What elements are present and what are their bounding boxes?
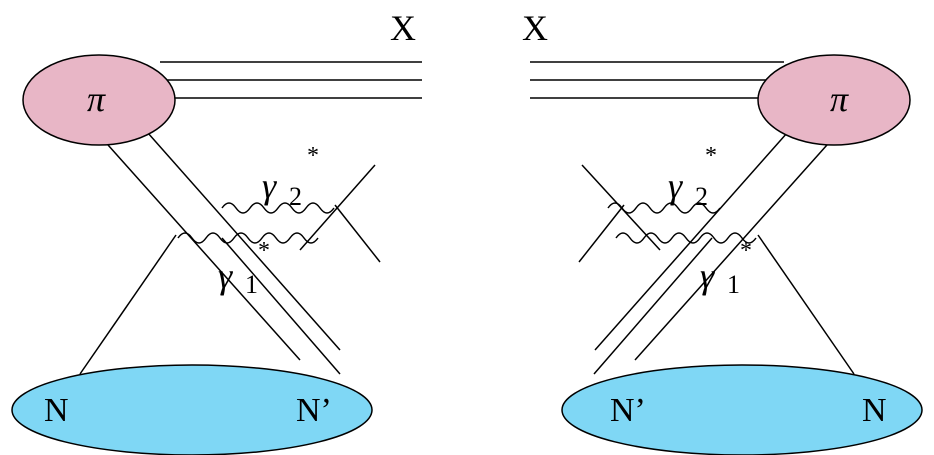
left-quark-line-2 <box>334 204 381 263</box>
left-gamma2-index: 2 <box>289 182 302 211</box>
right-pion-label: π <box>830 79 849 119</box>
left-pion-blob <box>22 54 176 146</box>
right-x-label: X <box>522 8 548 48</box>
right-gamma2-symbol: γ <box>668 166 683 206</box>
left-nucleon-line-out <box>221 237 341 375</box>
right-diagram: X π γ 2 * γ 1 * N’ N <box>522 8 923 455</box>
left-gamma2-star: * <box>307 143 319 169</box>
left-gamma1-star: * <box>258 238 270 264</box>
left-nucleon-line-in <box>79 234 177 375</box>
right-gamma2-star: * <box>705 143 717 169</box>
right-nucleon-in-label: N <box>862 392 887 429</box>
right-photon-gamma2 <box>607 202 721 214</box>
right-pion-blob <box>757 54 911 146</box>
left-nucleon-blob <box>11 364 373 455</box>
left-gamma1-symbol: γ <box>218 256 233 296</box>
left-nucleon-out-label: N’ <box>296 392 332 429</box>
left-pion-label: π <box>87 79 106 119</box>
right-nucleon-line-in <box>757 234 855 375</box>
right-gamma1-symbol: γ <box>700 256 715 296</box>
right-quark-line-2 <box>578 204 625 263</box>
right-gamma2-index: 2 <box>695 182 708 211</box>
left-pion-line-1 <box>99 135 301 361</box>
right-photon-gamma1 <box>615 232 757 244</box>
right-nucleon-out-label: N’ <box>610 392 646 429</box>
left-photon-gamma1 <box>177 232 319 244</box>
right-gamma1-index: 1 <box>727 270 740 299</box>
left-gamma2-symbol: γ <box>262 166 277 206</box>
left-nucleon-in-label: N <box>44 392 69 429</box>
left-diagram: X π γ 2 * γ 1 * N N’ <box>11 8 422 455</box>
right-pion-line-2 <box>594 123 796 351</box>
left-x-label: X <box>390 8 416 48</box>
left-photon-gamma2 <box>221 202 335 214</box>
right-pion-line-1 <box>634 135 836 361</box>
left-gamma1-index: 1 <box>245 270 258 299</box>
left-pion-line-2 <box>139 123 341 351</box>
right-nucleon-blob <box>561 364 923 455</box>
right-gamma1-star: * <box>740 238 752 264</box>
right-nucleon-line-out <box>593 237 713 375</box>
